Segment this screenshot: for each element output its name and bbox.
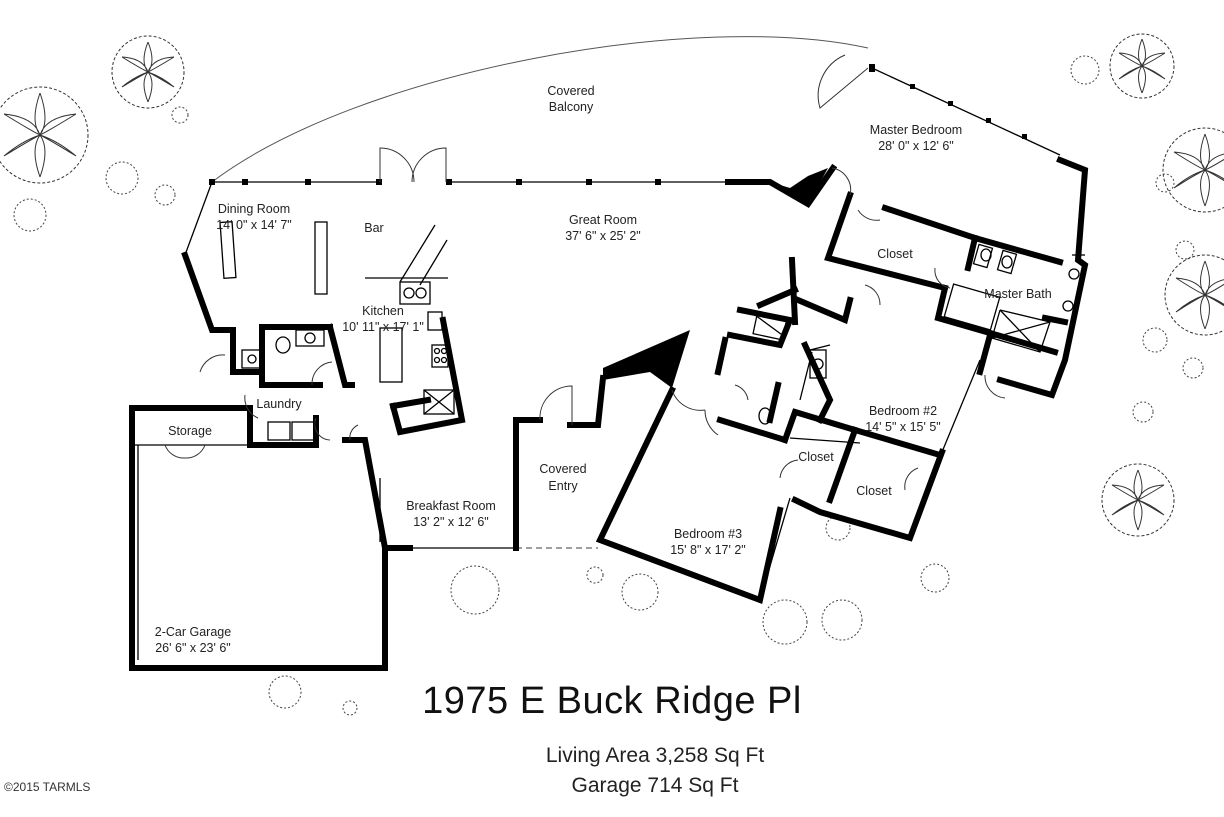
room-name-line2: Balcony [549, 100, 594, 114]
room-name: Closet [856, 484, 892, 498]
room-name: Bar [364, 221, 383, 235]
room-name: Breakfast Room [406, 499, 496, 513]
room-name: Master Bath [984, 287, 1051, 301]
room-dims: 28' 0" x 12' 6" [878, 139, 954, 153]
room-name: Covered [539, 462, 586, 476]
room-storage: Storage [168, 424, 212, 438]
room-name: Covered [547, 84, 594, 98]
room-covered-entry: Covered Entry [539, 462, 586, 493]
room-bar: Bar [364, 221, 383, 235]
room-dims: 14' 5" x 15' 5" [865, 420, 941, 434]
doors [164, 54, 1006, 491]
room-dining-room: Dining Room 14' 0" x 14' 7" [216, 202, 292, 232]
room-kitchen: Kitchen 10' 11" x 17' 1" [342, 304, 424, 334]
room-bedroom-2: Bedroom #2 14' 5" x 15' 5" [865, 404, 941, 434]
copyright-notice: ©2015 TARMLS [4, 780, 91, 794]
living-area: Living Area 3,258 Sq Ft [545, 744, 765, 767]
covered-balcony-outline [209, 36, 1061, 185]
room-name: Bedroom #2 [869, 404, 937, 418]
room-dims: 13' 2" x 12' 6" [413, 515, 489, 529]
garage-area: Garage 714 Sq Ft [571, 774, 739, 797]
room-labels: Covered Balcony Master Bedroom 28' 0" x … [155, 84, 1052, 655]
room-name: Master Bedroom [870, 123, 962, 137]
landscape-shrubs [13, 55, 1204, 716]
room-dims: 10' 11" x 17' 1" [342, 320, 424, 334]
room-closet-b: Closet [856, 484, 892, 498]
room-dims: 14' 0" x 14' 7" [216, 218, 292, 232]
room-name: Closet [798, 450, 834, 464]
room-name-line2: Entry [548, 479, 578, 493]
room-name: Kitchen [362, 304, 404, 318]
room-name: Storage [168, 424, 212, 438]
room-name: Dining Room [218, 202, 290, 216]
room-name: Great Room [569, 213, 637, 227]
room-name: 2-Car Garage [155, 625, 231, 639]
room-great-room: Great Room 37' 6" x 25' 2" [565, 213, 641, 243]
room-name: Laundry [256, 397, 302, 411]
room-dims: 15' 8" x 17' 2" [670, 543, 746, 557]
property-address: 1975 E Buck Ridge Pl [422, 680, 802, 722]
room-covered-balcony: Covered Balcony [547, 84, 594, 114]
room-garage: 2-Car Garage 26' 6" x 23' 6" [155, 625, 231, 655]
room-laundry: Laundry [256, 397, 302, 411]
room-dims: 26' 6" x 23' 6" [155, 641, 231, 655]
room-name: Closet [877, 247, 913, 261]
walls [129, 156, 1089, 671]
fixtures [241, 248, 1080, 441]
landscape-trees [0, 33, 1224, 537]
room-master-closet: Closet [877, 247, 913, 261]
room-bedroom-3: Bedroom #3 15' 8" x 17' 2" [670, 527, 746, 557]
room-name: Bedroom #3 [674, 527, 742, 541]
room-breakfast-room: Breakfast Room 13' 2" x 12' 6" [406, 499, 496, 529]
room-closet-a: Closet [798, 450, 834, 464]
room-master-bath: Master Bath [984, 287, 1051, 301]
room-dims: 37' 6" x 25' 2" [565, 229, 641, 243]
room-master-bedroom: Master Bedroom 28' 0" x 12' 6" [870, 123, 962, 153]
